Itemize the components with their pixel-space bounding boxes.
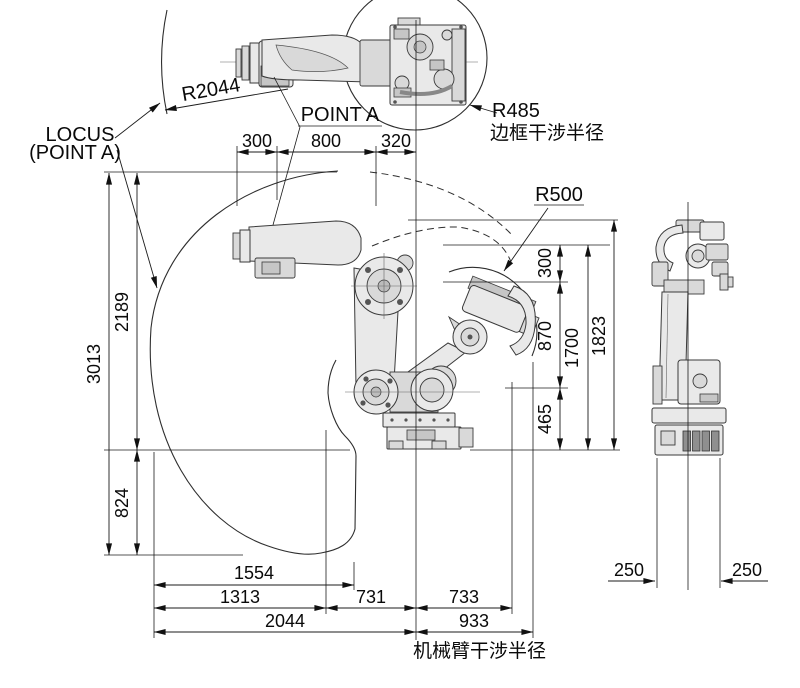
dim-left-824: 824 [112, 488, 132, 518]
dim-bottom-933: 933 [459, 611, 489, 631]
locus-leader-upper [114, 102, 161, 139]
side-view-robot [232, 220, 540, 450]
leader-lines [114, 76, 584, 289]
r2044-leader [164, 88, 289, 112]
dim-left-2189: 2189 [112, 292, 132, 332]
label-r485-caption: 边框干涉半径 [490, 122, 604, 144]
work-envelope [149, 170, 538, 555]
label-r500: R500 [535, 184, 583, 206]
r500-interference-arc [448, 266, 538, 357]
label-locus: LOCUS [46, 124, 115, 146]
label-r485: R485 [492, 100, 540, 122]
dim-right-1700: 1700 [562, 328, 582, 368]
point-a-leader-top-view [273, 76, 301, 128]
dim-bottom-733: 733 [449, 587, 479, 607]
top-view-robot [220, 17, 478, 106]
dim-right-1823: 1823 [589, 316, 609, 356]
locus-leader-lower [116, 149, 158, 289]
label-arm-interference-caption: 机械臂干涉半径 [413, 640, 546, 662]
wrist-motion-dashed-arc-2 [371, 226, 512, 263]
dim-top-800: 800 [311, 131, 341, 151]
dim-right-300: 300 [535, 248, 555, 278]
label-locus-point-a: (POINT A) [29, 142, 121, 164]
dim-front-250-left: 250 [614, 560, 644, 580]
front-base-plate [651, 407, 727, 424]
reference-lines [104, 20, 721, 640]
r500-leader [503, 207, 549, 272]
label-r2044: R2044 [180, 74, 242, 106]
dim-bottom-2044: 2044 [265, 611, 305, 631]
dim-bottom-731: 731 [356, 587, 386, 607]
dim-front-250-right: 250 [732, 560, 762, 580]
dim-bottom-1554: 1554 [234, 563, 274, 583]
front-view-robot [651, 219, 734, 456]
dim-top-300: 300 [242, 131, 272, 151]
r2044-reach-arc [161, 9, 168, 115]
dim-top-320: 320 [381, 131, 411, 151]
point-a-leader-side-view [272, 126, 301, 226]
dim-left-3013: 3013 [84, 344, 104, 384]
dim-right-870: 870 [535, 321, 555, 351]
dim-bottom-1313: 1313 [220, 587, 260, 607]
r485-leader [469, 104, 498, 114]
forearm [248, 220, 362, 266]
wrist-flange [232, 232, 241, 260]
label-point-a: POINT A [301, 104, 380, 126]
dim-right-465: 465 [535, 404, 555, 434]
wrist-motion-dashed-arc-1 [369, 171, 514, 237]
work-envelope-curve [149, 170, 357, 555]
annotations: LOCUS (POINT A) POINT A R2044 R485 边框干涉半… [29, 74, 762, 662]
